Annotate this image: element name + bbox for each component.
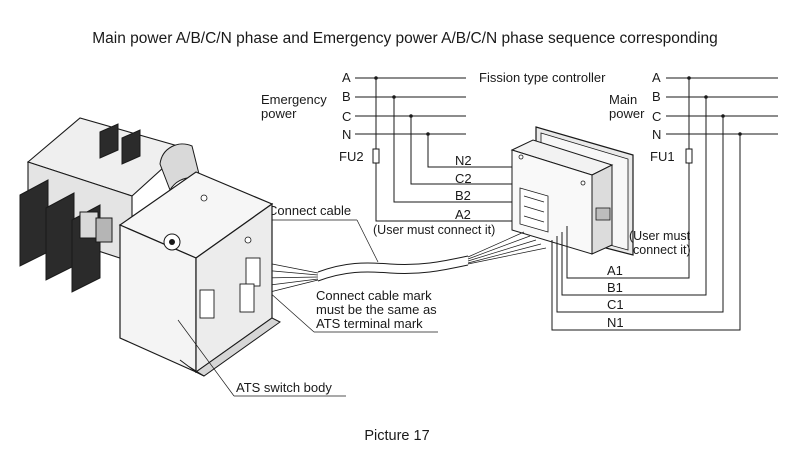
main-phase-n-label: N [652,127,661,142]
controller-clip [595,207,611,221]
cable-fan-ctrl-3 [467,239,537,262]
output-n1-label: N1 [607,315,624,330]
emergency-phase-b-label: B [342,89,351,104]
ats-terminal-block-upper [245,257,261,287]
wire-c1 [556,116,724,313]
cable-fan-ctrl-5 [467,247,547,265]
main-phase-b-label: B [652,89,661,104]
emergency-phase-c-label: C [342,109,351,124]
output-c1-label: C1 [607,297,624,312]
controller-terminal-slot-1 [523,195,545,203]
connect-cable-leader [356,219,379,263]
cable-mark-leader [267,290,315,333]
connect-cable-label: Connect cable [268,203,351,218]
output-b1-label: B1 [607,280,623,295]
controller-screw-1 [518,154,524,160]
main-power-label-line1: Main [609,92,637,107]
main-fuse [685,148,693,164]
wire-n2 [427,134,534,168]
emergency-fuse [372,148,380,164]
ats-terminal-block-lower [239,283,255,313]
ats-knob-center [169,239,175,245]
emergency-power-label-line2: power [261,106,297,121]
emergency-power-label-line1: Emergency [261,92,327,107]
diagram-title: Main power A/B/C/N phase and Emergency p… [92,30,718,47]
user-note-right-line2: connect it) [633,243,691,257]
ats-switch-body: ATS switch body [19,117,346,397]
emergency-phase-a-label: A [342,70,351,85]
cable-mark-line1: Connect cable mark [316,288,432,303]
wire-b1 [561,97,707,296]
ats-screw-top [200,194,208,202]
output-b2-label: B2 [455,188,471,203]
user-note-right-line1: (User must [629,229,691,243]
ats-body-label: ATS switch body [236,380,332,395]
ats-blade-top-1 [99,123,119,159]
controller-terminal-slot-3 [523,215,545,223]
output-a2-label: A2 [455,207,471,222]
controller-terminal [519,187,549,233]
main-phase-c-label: C [652,109,661,124]
ats-relay-2 [95,217,113,243]
user-note-left: (User must connect it) [373,223,495,237]
cable-fan-ctrl-4 [467,243,542,264]
cable-mark-line2: must be the same as [316,302,437,317]
wire-a2-lower [375,163,515,222]
ats-blade-2 [45,192,75,281]
ats-front-terminal [199,289,215,319]
wire-c2 [410,116,528,185]
main-fuse-label: FU1 [650,149,675,164]
ats-body-leader [177,319,235,397]
connect-cable: Connect cable Connect cable mark must be… [261,203,547,333]
controller-label: Fission type controller [479,70,606,85]
cable-sheath-top [317,255,469,273]
wire-n1 [551,134,741,331]
emergency-phase-n-label: N [342,127,351,142]
controller-screw-2 [580,180,586,186]
main-power-label-line2: power [609,106,645,121]
controller-terminal-slot-2 [523,205,545,213]
ats-blade-top-2 [121,129,141,165]
ats-relay-1 [79,211,99,239]
cable-fan-ctrl-1 [467,231,525,258]
main-phase-a-label: A [652,70,661,85]
main-power-bus: Main power A B C N FU1 A1 B1 C1 N1 (User… [551,70,778,331]
cable-mark-line3: ATS terminal mark [316,316,423,331]
ats-blade-1 [19,179,49,267]
wire-a1 [566,163,690,279]
emergency-power-bus: Emergency power A B C N FU2 N2 C2 B2 A2 … [261,70,534,237]
emergency-fuse-label: FU2 [339,149,364,164]
fission-controller [510,126,634,256]
ats-screw-side [244,236,252,244]
wire-b2 [393,97,522,203]
diagram-caption: Picture 17 [364,428,429,444]
output-a1-label: A1 [607,263,623,278]
output-c2-label: C2 [455,171,472,186]
cable-sheath-bottom [317,264,469,282]
output-n2-label: N2 [455,153,472,168]
cable-fan-ctrl-2 [467,235,531,260]
ats-base-foot [179,359,205,377]
